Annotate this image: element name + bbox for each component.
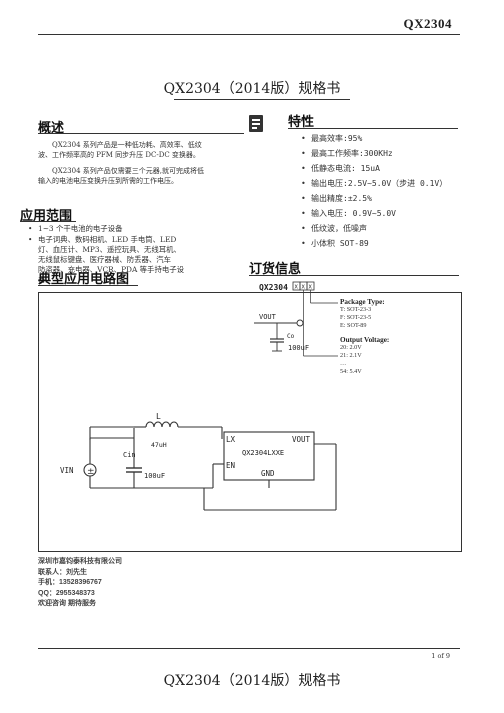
overview-paragraph-2: QX2304 系列产品仅需要三个元器,就可完成将低 输入的电池电压变换升压到所需…: [38, 166, 248, 186]
applications-list: 1~3 个干电池的电子设备 电子词典、数码相机、LED 手电筒、LED 灯、血压…: [28, 224, 244, 285]
document-title-underline: [174, 99, 350, 100]
feature-item: 输出电压:2.5V~5.0V（步进 0.1V）: [301, 176, 501, 191]
package-option: F: SOT-23-5: [340, 314, 372, 321]
ordering-part-number: QX2304: [259, 283, 288, 292]
footer-divider: [38, 648, 460, 649]
features-list: 最高效率:95% 最高工作频率:300KHz 低静态电流: 15uA 输出电压:…: [301, 131, 501, 251]
ordering-co-label: Co: [287, 333, 295, 340]
inductor-label: L: [156, 412, 161, 421]
feature-item: 输入电压: 0.9V~5.0V: [301, 206, 501, 221]
header-part-number: QX2304: [403, 16, 452, 31]
features-heading: 特性: [288, 115, 315, 130]
document-title: QX2304（2014版）规格书: [163, 81, 341, 97]
overview-p2-line-2: 输入的电池电压变换升压到所需的工作电压。: [38, 177, 178, 185]
contact-line: QQ：2955348373: [38, 589, 95, 597]
voltage-option: 20: 2.0V: [340, 344, 362, 351]
pin-vout: VOUT: [292, 435, 311, 444]
ordering-heading: 订货信息: [249, 262, 302, 277]
vin-source-symbol: ±: [87, 467, 95, 477]
overview-underline: [38, 133, 244, 134]
contact-line: 深圳市嘉钧泰科技有限公司: [38, 558, 122, 565]
pin-en: EN: [226, 461, 235, 470]
ordering-code-x: X: [309, 285, 313, 291]
ordering-underline: [249, 275, 459, 276]
header-divider: [38, 34, 460, 35]
ordering-co-value: 100uF: [288, 344, 309, 352]
circuit-diagram: ± L 47uH Cin 100uF VIN LX VOUT QX2304LXX…: [60, 412, 337, 511]
vout-terminal-icon: [296, 319, 304, 327]
feature-item: 低静态电流: 15uA: [301, 161, 501, 176]
package-type-block: Package Type: T: SOT-23-3 F: SOT-23-5 E:…: [340, 298, 385, 330]
contact-block: 深圳市嘉钧泰科技有限公司 联系人：刘先生 手机：13528396767 QQ：2…: [38, 557, 122, 610]
ordering-code-x: X: [295, 285, 299, 291]
document-note-icon: [249, 115, 263, 132]
contact-line: 欢迎咨询 期待服务: [38, 600, 96, 607]
voltage-option: 21: 2.1V: [340, 352, 362, 359]
inductor-icon: [145, 421, 179, 428]
package-type-label: Package Type:: [340, 298, 385, 306]
feature-item: 低纹波，低噪声: [301, 221, 501, 236]
ordering-vout-label: VOUT: [259, 313, 277, 321]
footer-title: QX2304（2014版）规格书: [163, 673, 341, 689]
voltage-option: 54: 5.4V: [340, 368, 362, 375]
feature-item: 最高效率:95%: [301, 131, 501, 146]
overview-p2-line-1: QX2304 系列产品仅需要三个元器,就可完成将低: [52, 167, 204, 175]
contact-line: 手机：13528396767: [38, 579, 102, 586]
page-number: 1 of 9: [431, 652, 450, 660]
vin-source-icon: [83, 463, 97, 477]
overview-paragraph-1: QX2304 系列产品是一种低功耗、高效率、低纹 波、工作频率高的 PFM 同步…: [38, 140, 248, 160]
overview-heading: 概述: [38, 121, 65, 136]
feature-item: 最高工作频率:300KHz: [301, 146, 501, 161]
inductor-value: 47uH: [151, 441, 167, 449]
ordering-code-x: X: [302, 285, 306, 291]
cin-label: Cin: [123, 451, 136, 459]
pin-gnd: GND: [261, 469, 275, 478]
package-option: E: SOT-89: [340, 322, 367, 329]
overview-p1-line-1: QX2304 系列产品是一种低功耗、高效率、低纹: [52, 141, 202, 149]
output-voltage-label: Output Voltage:: [340, 336, 390, 344]
cin-value: 100uF: [144, 472, 165, 480]
output-voltage-block: Output Voltage: 20: 2.0V 21: 2.1V … 54: …: [340, 336, 389, 376]
contact-line: 联系人：刘先生: [38, 568, 87, 576]
feature-item: 小体积 SOT-89: [301, 236, 501, 251]
feature-item: 输出精度:±2.5%: [301, 191, 501, 206]
applications-underline: [20, 221, 76, 222]
overview-p1-line-2: 波、工作频率高的 PFM 同步升压 DC-DC 变换器。: [38, 151, 200, 159]
ic-part-name: QX2304LXXE: [242, 449, 284, 457]
application-item: 1~3 个干电池的电子设备: [28, 224, 244, 234]
circuit-diagram-frame: [38, 292, 462, 552]
pin-lx: LX: [226, 435, 236, 444]
typical-circuit-underline: [38, 285, 138, 286]
applications-heading: 应用范围: [20, 209, 73, 224]
features-underline: [288, 128, 458, 129]
voltage-option: …: [340, 360, 347, 367]
vin-label: VIN: [60, 466, 74, 475]
ordering-diagram: QX2304 X X X VOUT Co 100uF: [254, 281, 338, 357]
package-option: T: SOT-23-3: [340, 306, 372, 313]
typical-circuit-heading: 典型应用电路图: [38, 272, 130, 287]
application-item: 电子词典、数码相机、LED 手电筒、LED 灯、血压计、MP3、遥控玩具、无线耳…: [28, 235, 244, 285]
